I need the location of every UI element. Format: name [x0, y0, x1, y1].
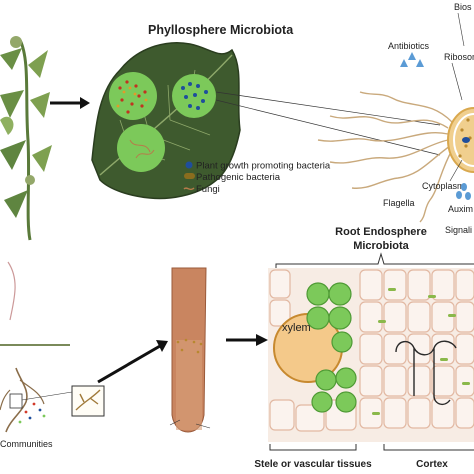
- auxin-icon: [456, 183, 471, 200]
- root-tissue-panel: [268, 268, 474, 442]
- antibiotics-icon: [400, 52, 424, 67]
- endosphere-title-line1: Root Endosphere: [335, 226, 427, 238]
- biosynthesis-label: Bios: [454, 2, 472, 12]
- arrow-plant-to-leaf: [50, 97, 90, 109]
- legend: Plant growth promoting bacteria Pathogen…: [183, 161, 331, 195]
- communities-label: Communities: [0, 439, 53, 449]
- legend-label-pgpb: Plant growth promoting bacteria: [196, 161, 331, 172]
- bacterium-illustration: [317, 91, 474, 223]
- signaling-label: Signali: [445, 225, 472, 235]
- endosphere-title-line2: Microbiota: [353, 240, 409, 252]
- stele-bracket: [269, 444, 357, 451]
- plant-illustration: [0, 36, 52, 241]
- phyllosphere-title: Phyllosphere Microbiota: [148, 23, 294, 37]
- root-inset-box: [71, 385, 105, 417]
- arrow-inset-to-root: [97, 340, 168, 384]
- arrow-root-to-tissue: [226, 334, 268, 346]
- root-tip-illustration: [169, 267, 211, 433]
- cortex-label: Cortex: [416, 459, 448, 470]
- legend-swatch-fungi: [183, 187, 195, 191]
- endosphere-bracket: [275, 252, 474, 275]
- legend-label-pathogenic: Pathogenic bacteria: [196, 172, 281, 183]
- flagella-label: Flagella: [383, 198, 415, 208]
- xylem-label: xylem: [282, 322, 311, 334]
- leaf-colony-fungi: [117, 124, 165, 172]
- callout-lines: [215, 91, 441, 156]
- cortex-bracket: [383, 444, 474, 451]
- legend-swatch-pgpb: [185, 161, 193, 169]
- leaf-colony-mixed: [109, 72, 157, 120]
- legend-swatch-pathogenic: [184, 173, 195, 179]
- auxin-label: Auxim: [448, 204, 473, 214]
- cytoplasm-label: Cytoplasm: [422, 181, 465, 191]
- ribosome-label: Ribosom: [444, 52, 474, 62]
- legend-label-fungi: Fungi: [196, 184, 220, 195]
- root-system-illustration: [0, 261, 70, 433]
- antibiotics-label: Antibiotics: [388, 41, 430, 51]
- leaf-colony-pgpb: [172, 74, 216, 118]
- stele-label: Stele or vascular tissues: [254, 459, 372, 470]
